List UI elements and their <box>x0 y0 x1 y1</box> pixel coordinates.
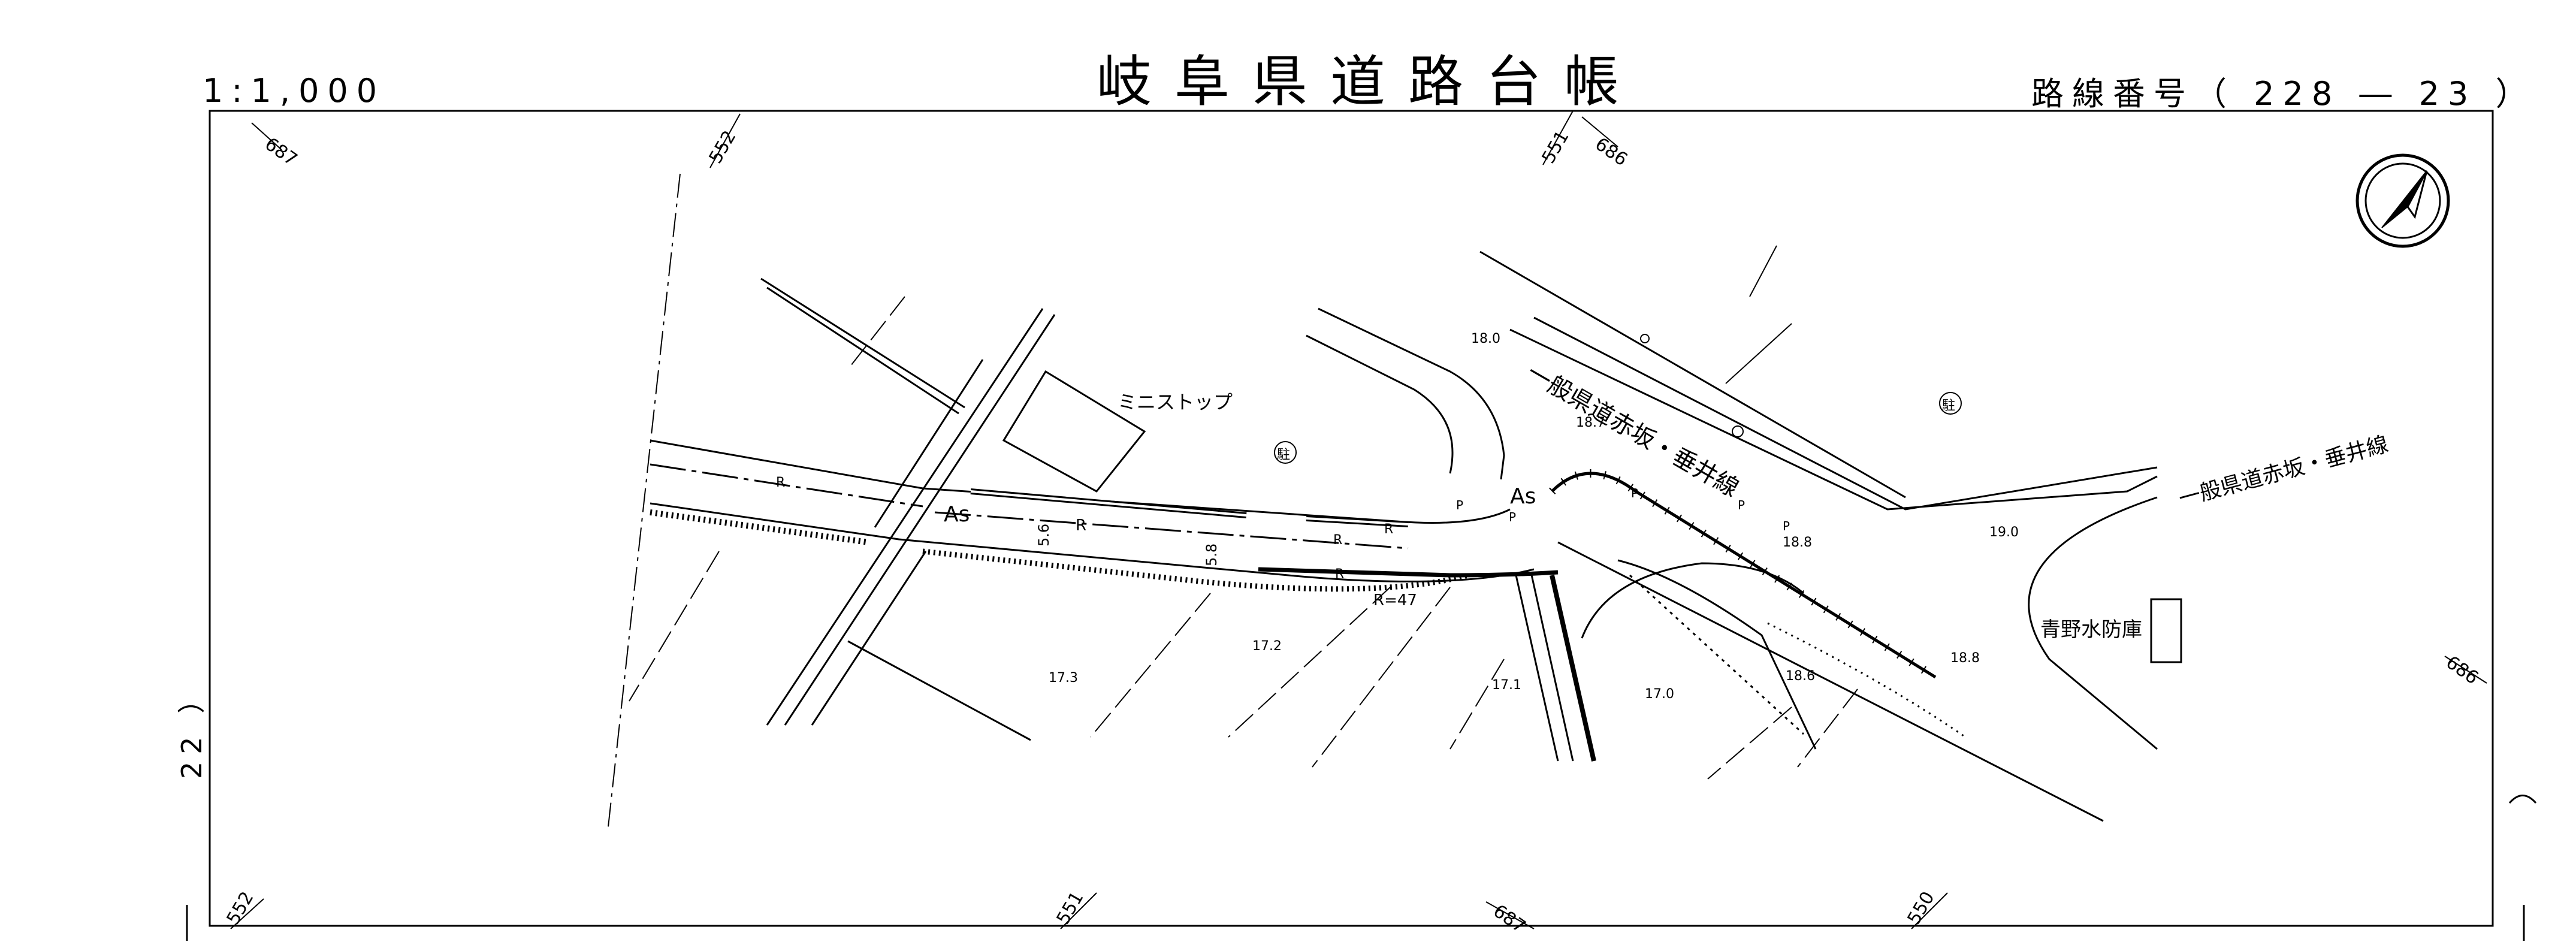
pole-label-p4: P <box>1738 498 1745 512</box>
parking-label-1: 駐 <box>1277 448 1290 463</box>
ministop-building <box>1002 370 1146 493</box>
parking-label-2: 駐 <box>1942 398 1955 413</box>
pole-label-p2: P <box>1509 510 1516 524</box>
route-number: 路線番号（ 228 ― 23 ） <box>2031 75 2536 113</box>
grid-label-687-bottom: 687 <box>1489 901 1529 938</box>
frame-arc-right <box>2508 795 2537 804</box>
grid-ticks <box>230 110 2487 929</box>
north-arrow-icon <box>2355 153 2450 248</box>
pole-label-p5: P <box>1783 519 1790 533</box>
road-name-label-1: 一般県道赤坂・垂井線 <box>1522 359 1743 503</box>
asphalt-label-1: As <box>944 502 970 527</box>
elevation-170: 17.0 <box>1645 687 1674 702</box>
curve-radius-label: R=47 <box>1373 591 1417 609</box>
ministop-label: ミニストップ <box>1118 391 1233 413</box>
map-frame <box>209 110 2494 927</box>
elevation-171: 17.1 <box>1492 678 1521 693</box>
elevation-186: 18.6 <box>1786 669 1815 684</box>
map-scale: 1:1,000 <box>203 72 386 110</box>
cross-road-west <box>760 277 1056 741</box>
elevation-190: 19.0 <box>1989 525 2019 540</box>
road-label-r1: R <box>776 475 785 490</box>
grid-label-686-right: 686 <box>2442 652 2482 689</box>
grid-label-686-top: 686 <box>1591 134 1631 171</box>
grid-label-top-left: 687 <box>261 134 301 171</box>
elevation-188b: 18.8 <box>1950 651 1980 666</box>
map-title: 岐阜県道路台帳 <box>1097 50 1642 114</box>
main-road <box>650 439 1559 592</box>
property-boundaries <box>629 296 1858 780</box>
parking-symbol-2 <box>1939 392 1962 415</box>
grid-lines <box>608 173 681 828</box>
road-label-r4: R <box>1335 567 1344 582</box>
prefectural-road <box>1306 250 2158 822</box>
asphalt-label-2: As <box>1510 484 1536 509</box>
grid-label-550-bottom: 550 <box>1904 888 1939 928</box>
pole-label-p3: P <box>1631 486 1638 500</box>
road-label-r2: R <box>1076 517 1086 535</box>
elevation-180: 18.0 <box>1471 331 1500 346</box>
south-road <box>1515 559 1966 762</box>
elevation-188a: 18.8 <box>1783 535 1812 550</box>
grid-label-552-top: 552 <box>705 127 741 167</box>
elevation-173: 17.3 <box>1049 671 1078 686</box>
parking-symbol-1 <box>1274 441 1297 464</box>
warehouse-label: 青野水防庫 <box>2040 618 2142 642</box>
elevation-187: 18.7 <box>1576 415 1605 430</box>
grid-label-551-top: 551 <box>1538 127 1574 167</box>
road-name-label-2: 一般県道赤坂・垂井線 <box>2176 432 2391 512</box>
dimension-58: 5.8 <box>1203 544 1220 566</box>
aono-warehouse-building <box>2150 598 2182 663</box>
grid-label-551-bottom: 551 <box>1053 888 1088 928</box>
elevation-172: 17.2 <box>1252 639 1282 654</box>
pole-label-p1: P <box>1456 498 1463 512</box>
utility-line <box>1640 245 1792 437</box>
road-label-r3: R <box>1333 533 1342 548</box>
dimension-56: 5.6 <box>1035 524 1052 547</box>
road-label-r5: R <box>1384 522 1393 537</box>
